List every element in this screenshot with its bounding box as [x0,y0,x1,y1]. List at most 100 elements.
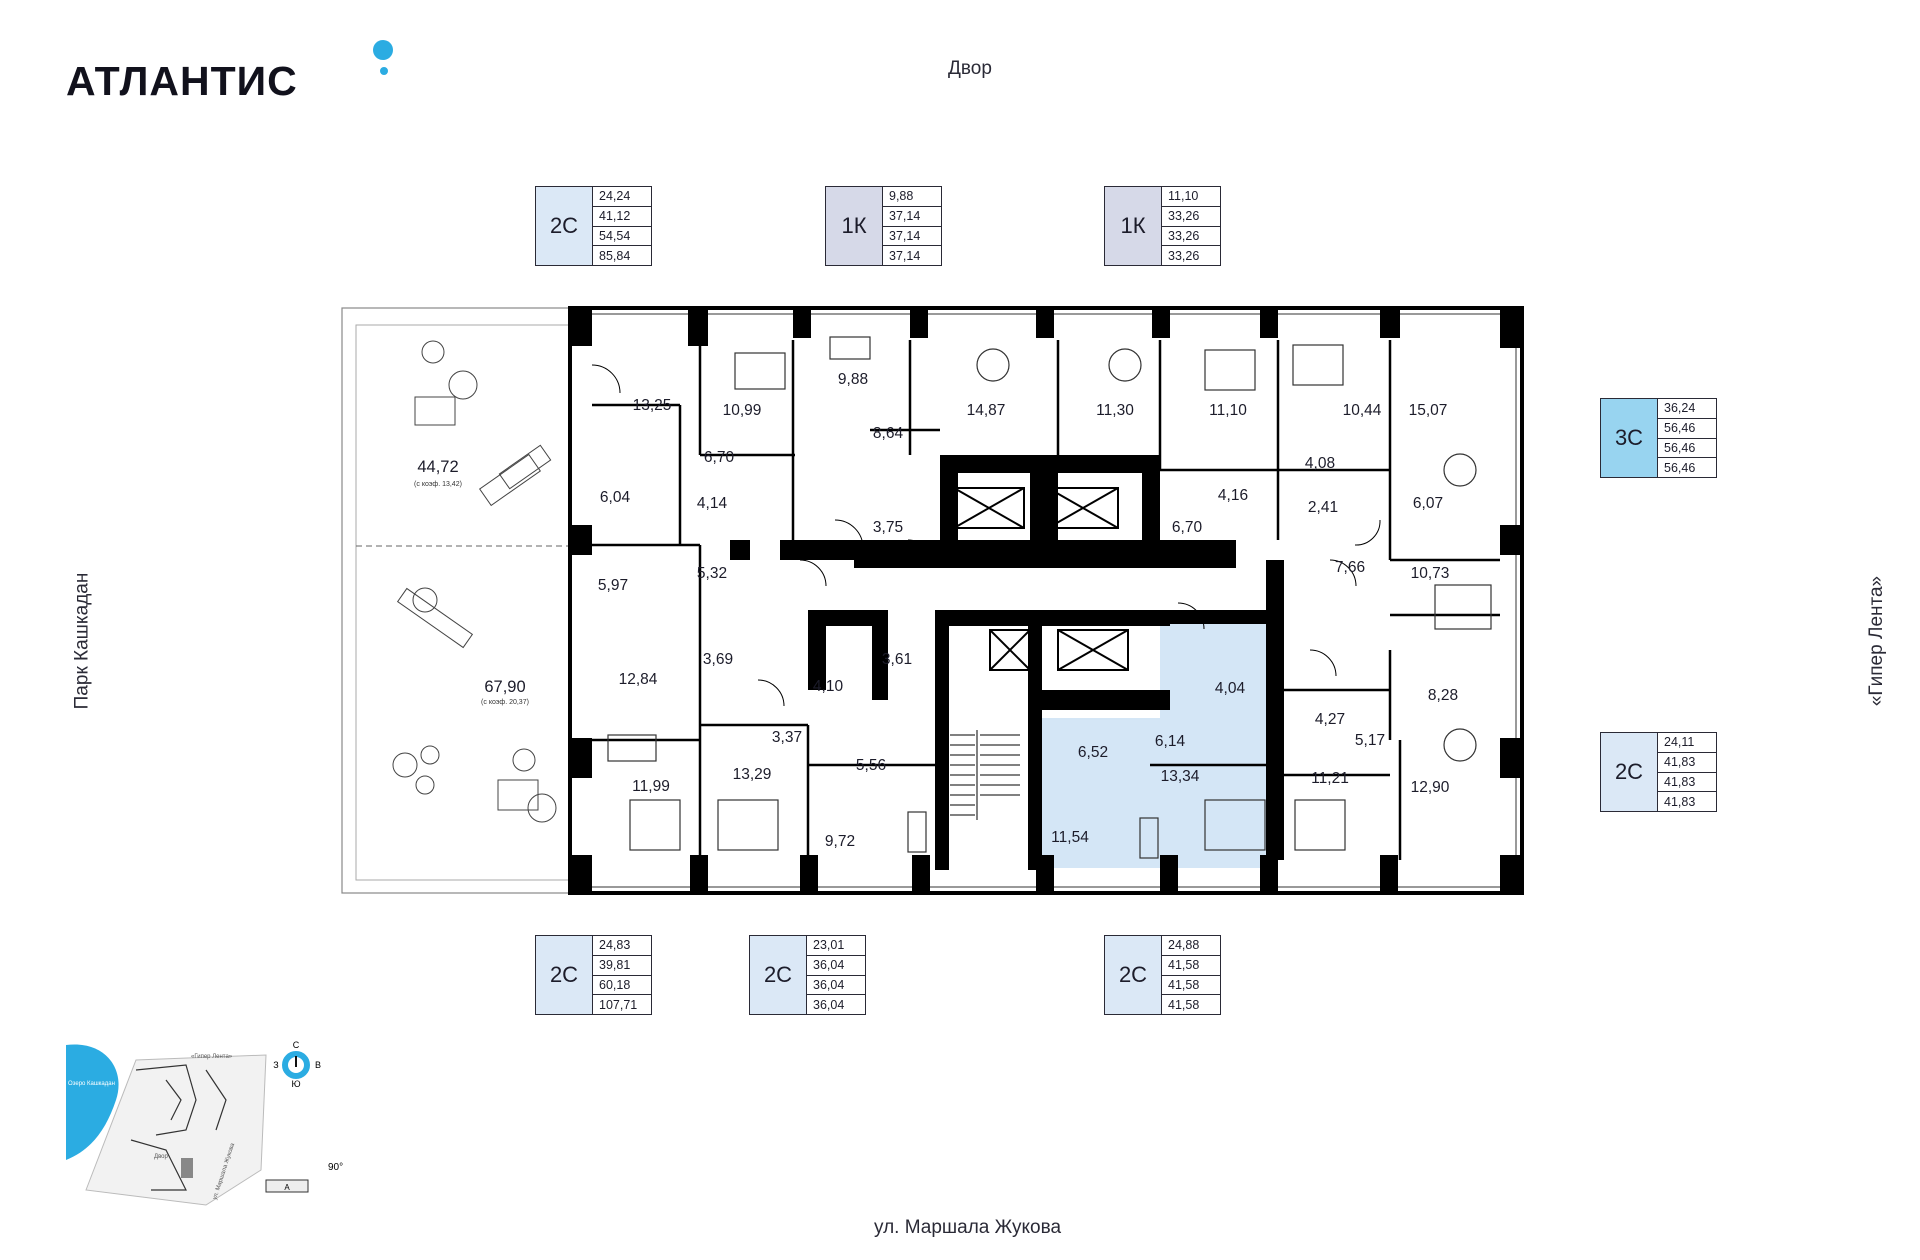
furniture [607,336,1492,859]
card-value: 24,88 [1162,936,1220,956]
room-area-label: 6,70 [704,449,735,466]
minimap-lake [66,1044,119,1160]
room-area-label: 3,69 [703,651,733,668]
card-value: 33,26 [1168,248,1200,263]
room-area-label: 11,10 [1209,402,1247,419]
site-minimap[interactable]: А 90° Озеро Кашкадан «Гипер Лента» ул. М… [66,1040,356,1210]
card-value: 41,58 [1162,976,1220,996]
room-area-label: 6,52 [1078,744,1108,761]
logo-dot-small-icon [380,67,388,75]
apartment-code: 2С [1105,936,1162,1014]
brand-logo: АТЛАНТИС [66,58,298,104]
card-value: 37,14 [889,248,921,263]
room-area-label: 12,90 [1411,779,1450,796]
card-value: 54,54 [593,227,651,247]
minimap-yard: Двор [154,1154,169,1160]
minimap-rotation: 90° [328,1162,343,1173]
card-value: 23,01 [807,936,865,956]
structural-columns [570,308,1522,893]
room-area-label: 3,61 [882,651,912,668]
card-value: 24,11 [1658,733,1716,753]
card-value: 39,81 [593,956,651,976]
minimap-lake-label: Озеро Кашкадан [68,1081,115,1087]
compass-west: З [273,1060,278,1070]
door-arcs [591,364,1381,707]
logo-dot-icon [373,40,393,60]
room-area-label: 9,88 [838,371,868,388]
card-value: 36,04 [807,976,865,996]
room-area-label: 6,70 [1172,519,1203,536]
room-area-label: 2,41 [1308,499,1338,516]
terrace-furniture [392,340,557,823]
room-area-label: 9,72 [825,833,855,850]
card-value: 56,46 [1658,439,1716,459]
room-area-label: 11,99 [632,778,670,795]
room-area-label: 4,10 [813,678,844,695]
staircase [950,730,1020,820]
room-area-label: 8,28 [1428,687,1458,704]
apartment-code: 2С [536,936,593,1014]
terrace-area: 44,72 [417,458,458,476]
terrace-area: 67,90 [484,678,525,696]
room-area-label: 4,16 [1218,487,1248,504]
interior-walls [592,340,1500,860]
compass-east: В [315,1060,321,1070]
card-value: 41,83 [1658,773,1716,793]
room-area-label: 11,54 [1051,829,1089,846]
card-value: 41,12 [593,207,651,227]
compass-south: Ю [291,1079,300,1089]
selected-apartment[interactable] [1038,618,1268,868]
card-value: 24,83 [593,936,651,956]
street-top-label: Двор [948,58,992,79]
room-area-label: 6,14 [1155,733,1186,750]
apartment-code: 1К [1105,187,1162,265]
card-value: 41,83 [1664,794,1696,809]
card-value: 36,24 [1658,399,1716,419]
room-area-label: 3,75 [873,519,903,536]
room-area-label: 5,32 [697,565,727,582]
card-value: 37,14 [883,227,941,247]
room-area-label: 11,30 [1096,402,1134,419]
card-value: 24,24 [593,187,651,207]
room-area-label: 10,99 [723,402,762,419]
apartment-code: 1К [826,187,883,265]
room-area-label: 7,66 [1335,559,1365,576]
card-value: 60,18 [593,976,651,996]
card-value: 56,46 [1664,460,1696,475]
room-area-label: 10,44 [1343,402,1382,419]
room-area-label: 4,27 [1315,711,1345,728]
terrace-note: (с коэф. 13,42) [414,481,462,488]
minimap-building-highlight [181,1158,193,1178]
minimap-section-box [265,1179,309,1193]
room-area-label: 3,37 [772,729,802,746]
room-area-label: 6,04 [600,489,631,506]
minimap-road-top: «Гипер Лента» [191,1054,233,1060]
apartment-code: 2С [750,936,807,1014]
room-area-label: 14,87 [967,402,1006,419]
minimap-svg: А 90° Озеро Кашкадан «Гипер Лента» ул. М… [66,1040,343,1206]
card-value: 37,14 [883,207,941,227]
card-value: 85,84 [599,248,631,263]
card-value: 41,58 [1168,997,1200,1012]
card-value: 33,26 [1162,227,1220,247]
elevator-shafts [953,487,1129,671]
room-area-label: 4,08 [1305,455,1335,472]
minimap-buildings [130,1064,227,1191]
compass-icon [282,1051,310,1079]
card-value: 107,71 [599,997,638,1012]
card-value: 36,04 [813,997,845,1012]
card-value: 33,26 [1162,207,1220,227]
card-value: 36,04 [807,956,865,976]
card-value: 11,10 [1162,187,1220,207]
terrace-outline [341,307,571,894]
terrace-note: (с коэф. 20,37) [481,699,529,706]
